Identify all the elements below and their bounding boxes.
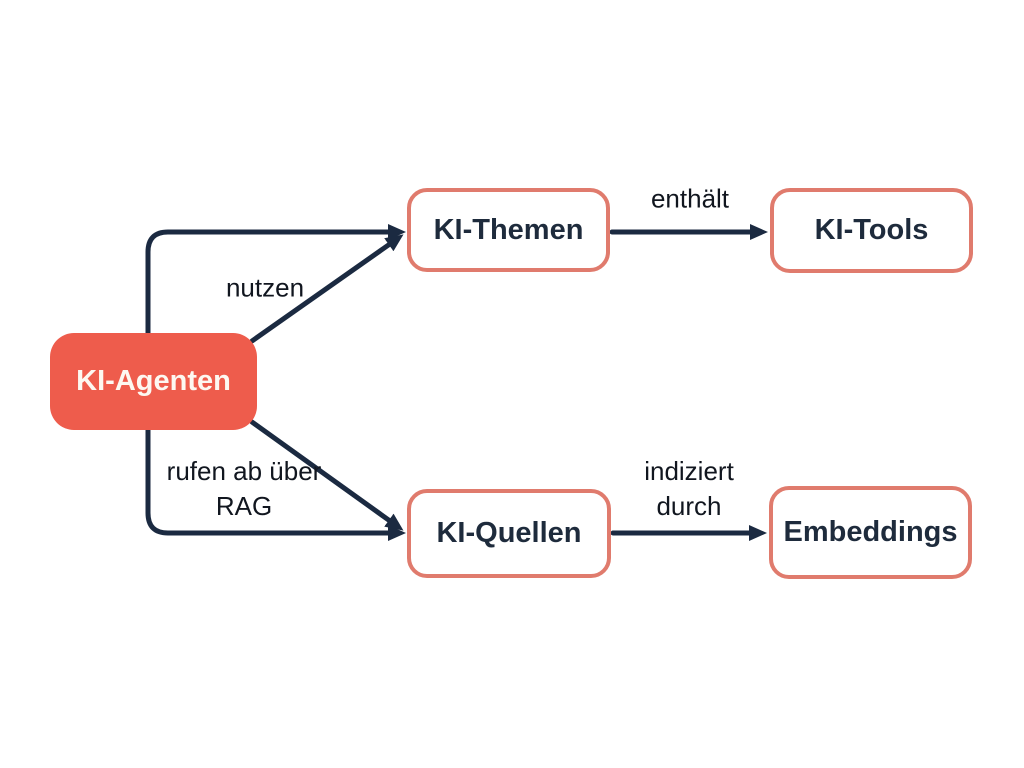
node-ki-quellen-label: KI-Quellen [436,517,582,549]
node-embeddings-label: Embeddings [783,516,958,548]
edge-label-rufen-line-1: rufen ab über [166,456,322,486]
edge-label-indiziert-line-2: durch [656,491,722,521]
edge-label-rufen-line-2: RAG [215,491,273,521]
edge-label-rufen-ab-ueber-rag: rufen ab über RAG [167,454,322,524]
node-ki-tools: KI-Tools [770,188,973,273]
edge-agenten-quellen-diagonal [249,419,404,531]
node-ki-agenten: KI-Agenten [50,333,257,430]
edge-label-enthaelt-text: enthält [650,183,730,214]
node-ki-themen: KI-Themen [407,188,610,272]
edge-label-nutzen-text: nutzen [225,272,305,303]
edge-label-indiziert-line-1: indiziert [644,456,734,486]
node-ki-tools-label: KI-Tools [814,214,929,246]
edge-label-indiziert-durch: indiziert durch [644,454,734,524]
edge-agenten-quellen-curve [145,426,406,541]
node-ki-agenten-label: KI-Agenten [76,365,231,397]
edge-label-enthaelt: enthält [651,182,729,217]
node-ki-quellen: KI-Quellen [407,489,611,578]
node-ki-themen-label: KI-Themen [433,213,584,246]
edge-label-nutzen: nutzen [226,271,304,306]
edge-agenten-themen-diagonal [249,234,404,344]
node-embeddings: Embeddings [769,486,972,579]
edge-agenten-themen-curve [145,224,406,337]
